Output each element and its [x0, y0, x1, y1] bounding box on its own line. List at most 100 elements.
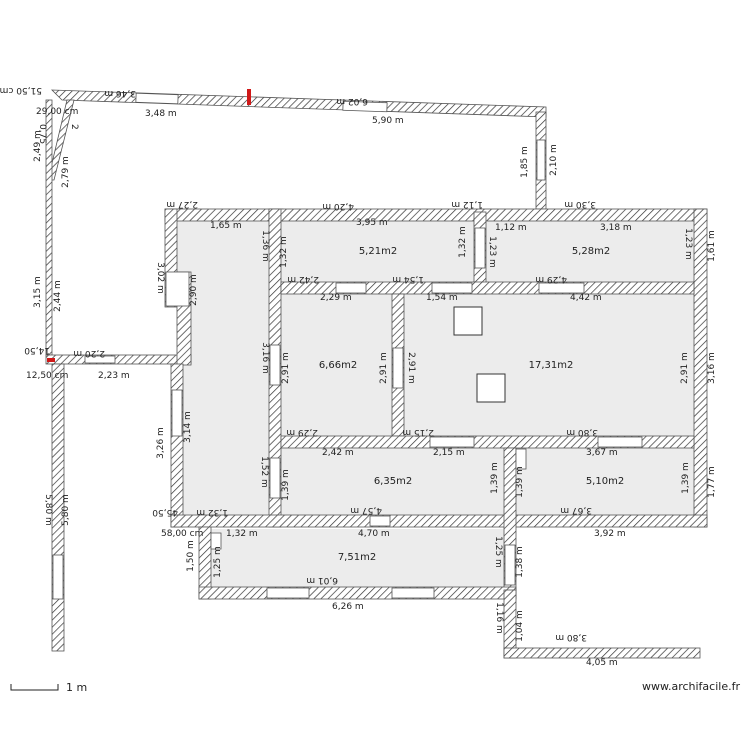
dimension-label: 51,50 cm: [0, 85, 42, 95]
room-5-floor: [281, 448, 504, 515]
dimension-label: 1,12 m: [451, 199, 483, 209]
room-7-floor: [211, 529, 504, 587]
dimension-label: 2,29 m: [320, 293, 352, 303]
window: [474, 227, 486, 269]
dimension-label: 0,75: [37, 124, 47, 144]
dimension-label: 3,18 m: [600, 223, 632, 233]
window: [515, 448, 527, 470]
wall-main-bottom: [170, 514, 708, 528]
dimension-label: 1,32 m: [458, 226, 468, 258]
dimension-label: 4,05 m: [586, 658, 618, 668]
dimension-label: 1,23 m: [683, 228, 693, 260]
dimension-label: 4,20 m: [322, 201, 354, 211]
window: [266, 587, 310, 599]
dimension-label: 1,38 m: [515, 546, 525, 578]
dimension-label: 2,29 m: [286, 427, 318, 437]
dimension-label: 5,80 m: [43, 494, 53, 526]
room-area-label: 5,28m2: [572, 246, 610, 257]
dimension-label: 3,30 m: [564, 199, 596, 209]
dimension-label: 6,01 m: [306, 575, 338, 585]
dimension-label: 2,90 m: [189, 274, 199, 306]
dimension-label: 2,44 m: [53, 280, 63, 312]
window: [429, 436, 475, 448]
room-area-label: 6,35m2: [374, 476, 412, 487]
window: [269, 344, 281, 386]
window: [392, 347, 404, 389]
dimension-label: 4,42 m: [570, 293, 602, 303]
window: [135, 92, 179, 105]
dimension-label: 6,02 m: [336, 96, 368, 106]
dimension-label: 3,80 m: [566, 427, 598, 437]
dimension-label: 1,32 m: [196, 507, 228, 517]
dimension-label: 1,39 m: [681, 462, 691, 494]
dimension-label: 1,54 m: [392, 274, 424, 284]
window: [335, 282, 367, 294]
dimension-label: 1,23 m: [487, 236, 497, 268]
dimension-label: 3,95 m: [356, 218, 388, 228]
dimension-label: 6,26 m: [332, 602, 364, 612]
room-area-label: 5,10m2: [586, 476, 624, 487]
dimension-label: 1,39 m: [281, 469, 291, 501]
window: [342, 100, 388, 113]
window: [504, 544, 516, 586]
dimension-label: 14,50: [24, 345, 50, 355]
dimension-label: 2,23 m: [98, 371, 130, 381]
dimension-label: 1,32 m: [279, 236, 289, 268]
room-labels: 5,21m2 5,28m2 6,66m2 17,31m2 6,35m2 5,10…: [319, 246, 624, 563]
dimension-label: 1,39 m: [490, 462, 500, 494]
window: [391, 587, 435, 599]
dimension-label: 1,32 m: [226, 529, 258, 539]
dimension-label: 3,15 m: [33, 276, 43, 308]
dimension-label: 2,91 m: [281, 352, 291, 384]
wall-corridor-top: [164, 208, 284, 222]
dimension-label: 1,54 m: [426, 293, 458, 303]
wall-bottom-right: [503, 647, 701, 659]
wall-left-diagonal: [47, 99, 75, 181]
dimension-label: 45,50: [152, 507, 178, 517]
room-4-floor: [404, 294, 694, 436]
dimension-label: 3,80 m: [555, 632, 587, 642]
window: [269, 457, 281, 499]
dimension-label: 1,39 m: [515, 466, 525, 498]
room-3-floor: [281, 294, 392, 436]
dimension-label: 3,67 m: [586, 448, 618, 458]
markers: [47, 89, 251, 362]
dimension-label: 4,29 m: [535, 274, 567, 284]
scale-line: [10, 684, 59, 691]
dimension-label: 3,46 m: [104, 88, 136, 98]
dimension-label: 3,48 m: [145, 109, 177, 119]
dimension-label: 2,15 m: [402, 427, 434, 437]
dimension-label: 2,91 m: [406, 352, 416, 384]
dimension-label: 2,42 m: [287, 274, 319, 284]
room-area-label: 17,31m2: [529, 360, 574, 371]
wall-room7-bottom: [198, 586, 517, 600]
dimension-label: 3,14 m: [183, 411, 193, 443]
dimension-label: 2,91 m: [379, 352, 389, 384]
window: [431, 282, 473, 294]
wall-main-right: [693, 208, 708, 528]
dimension-label: 1,77 m: [707, 466, 717, 498]
dimension-label: 3,67 m: [560, 505, 592, 515]
wall-row2-bottom: [280, 435, 695, 449]
dimension-label: 1,36 m: [260, 230, 270, 262]
dimension-label: 4,57 m: [350, 505, 382, 515]
dimension-label: 2,10 m: [549, 144, 559, 176]
dimension-label: 2,20 m: [73, 348, 105, 358]
window: [52, 554, 64, 600]
dimension-label: 2,79 m: [61, 156, 71, 188]
dimension-label: 3,16 m: [707, 352, 717, 384]
windows: [52, 92, 643, 600]
dimension-label: 5,80 m: [61, 494, 71, 526]
pillar: [453, 306, 483, 336]
scale-label: 1 m: [66, 681, 87, 694]
wall-left-mid: [45, 354, 192, 365]
window: [538, 282, 585, 294]
dimension-label: 58,00 cm: [161, 529, 203, 539]
room-area-label: 7,51m2: [338, 552, 376, 563]
dimension-label: 1,12 m: [495, 223, 527, 233]
marker: [47, 358, 55, 362]
room-2-floor: [486, 221, 694, 282]
dimension-label: 2,91 m: [680, 352, 690, 384]
